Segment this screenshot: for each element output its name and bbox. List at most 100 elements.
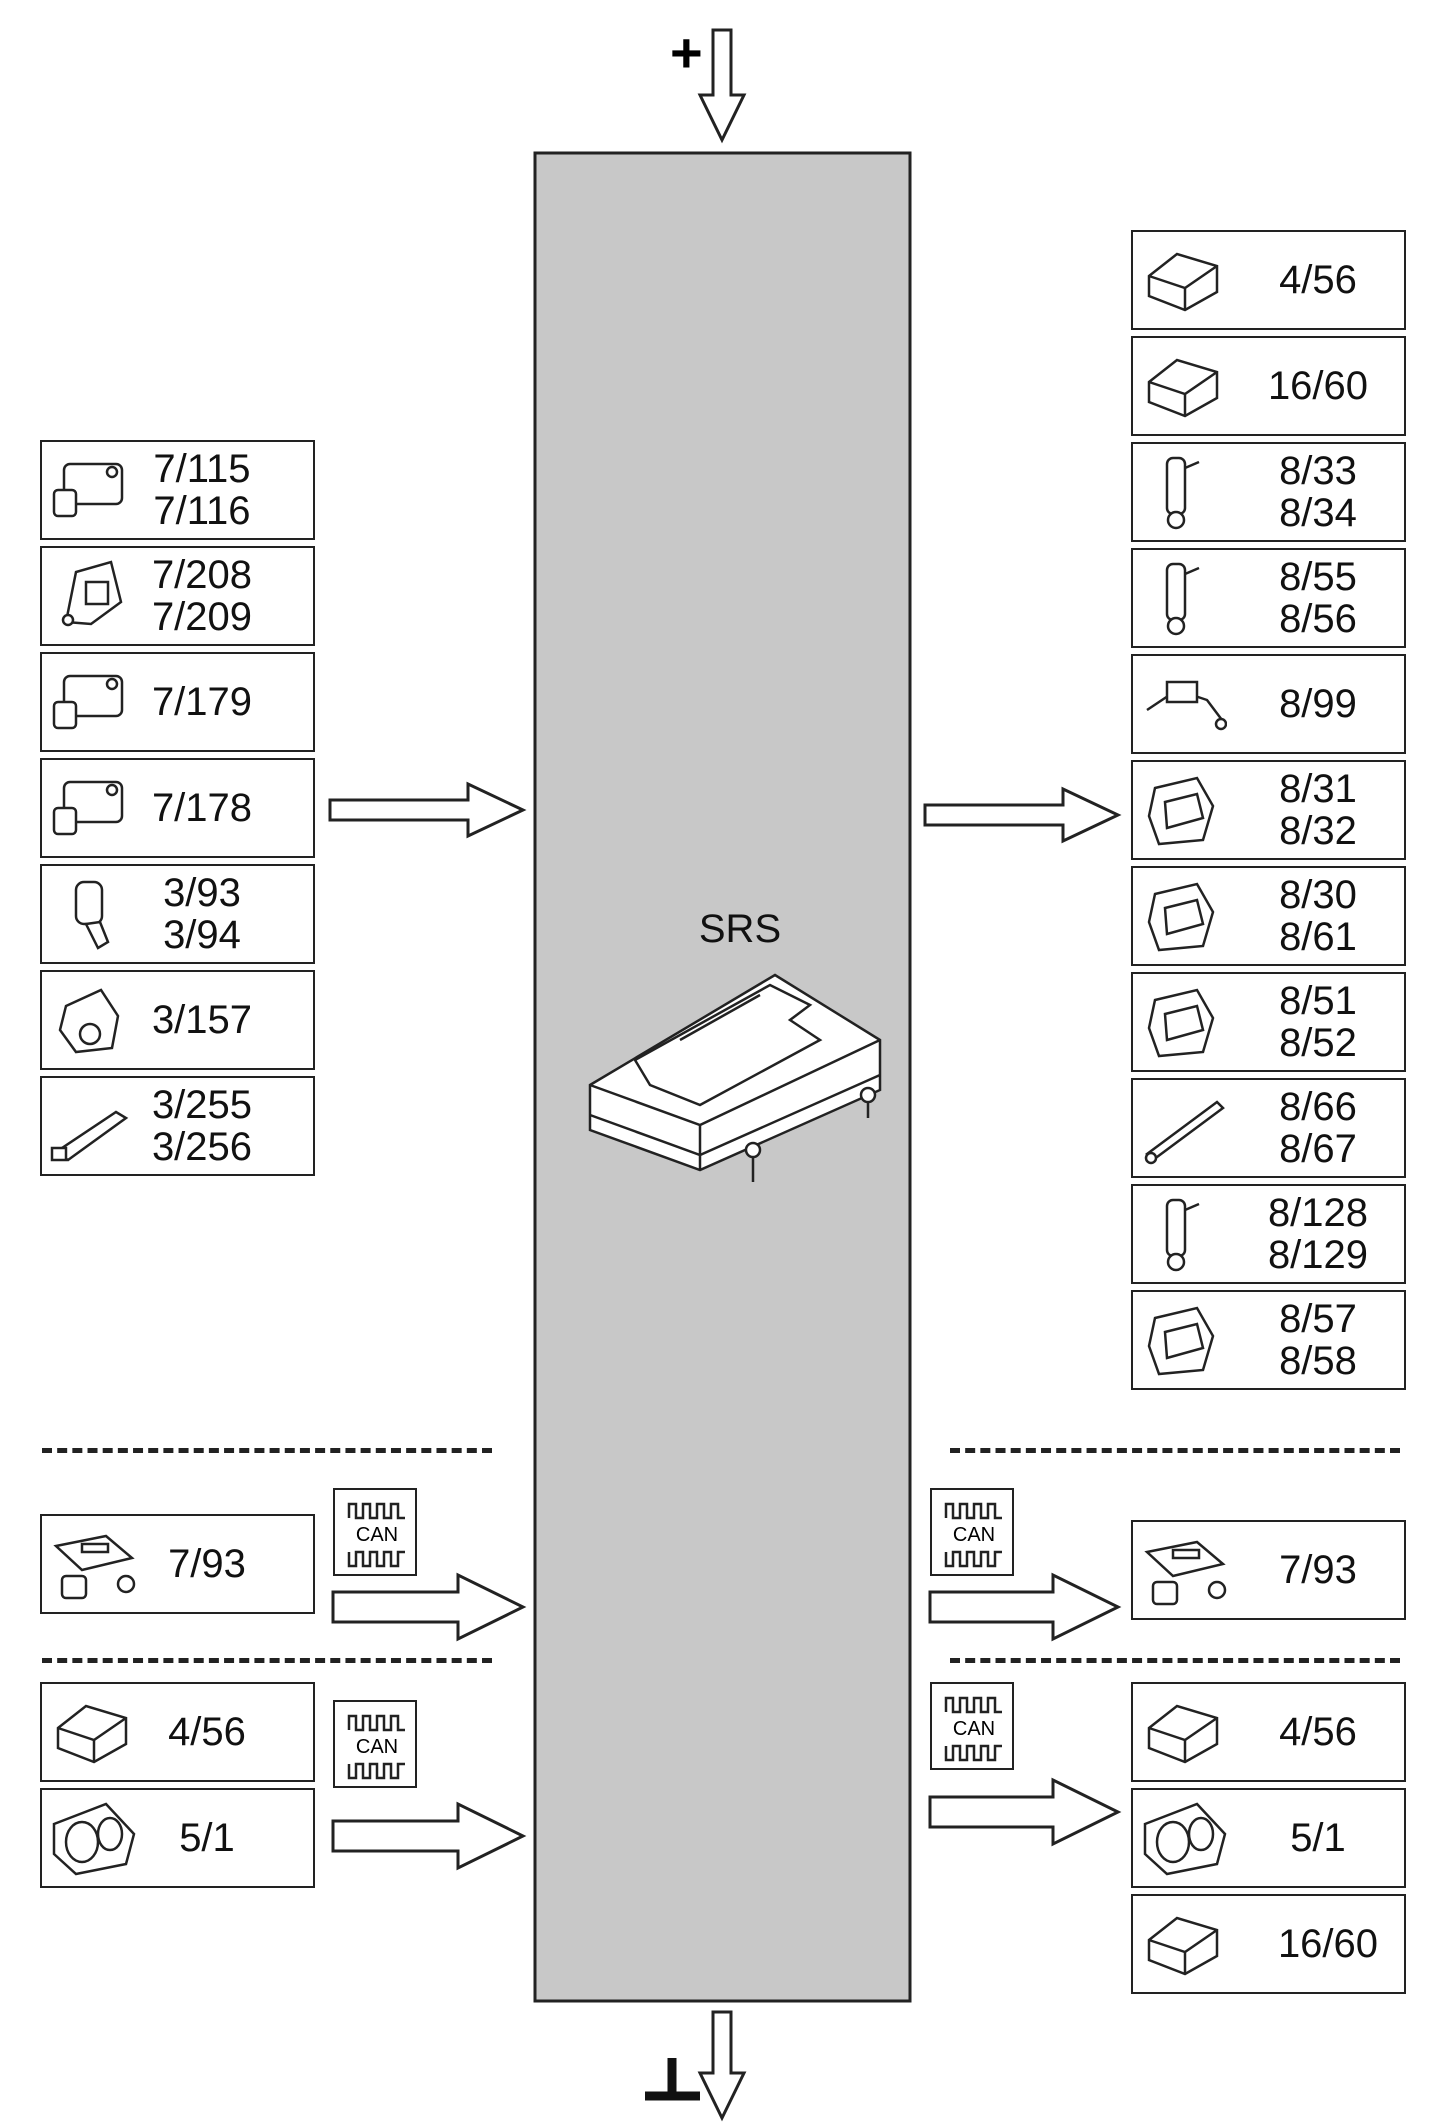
component-code: 8/55 bbox=[1279, 555, 1357, 599]
can-signal-wave: CAN bbox=[347, 1714, 405, 1780]
component-code: 8/99 bbox=[1279, 682, 1357, 726]
component-code: 8/57 bbox=[1279, 1297, 1357, 1341]
can-output-component-box: 16/60 bbox=[1131, 1894, 1406, 1994]
component-reference: 16/60 bbox=[1248, 1923, 1408, 1965]
harness-icon bbox=[1146, 680, 1227, 731]
can-label: CAN bbox=[356, 1736, 398, 1758]
component-code: 4/56 bbox=[1279, 258, 1357, 302]
can-signal-wave: CAN bbox=[944, 1696, 1002, 1762]
component-code: 16/60 bbox=[1267, 364, 1369, 408]
component-code: 4/56 bbox=[1279, 1710, 1357, 1754]
component-reference: 4/56 bbox=[127, 1711, 287, 1753]
component-reference: 5/1 bbox=[1238, 1817, 1398, 1859]
can-signal-wave: CAN bbox=[944, 1502, 1002, 1568]
component-code: 8/129 bbox=[1267, 1233, 1369, 1277]
airbag-module-icon bbox=[1147, 776, 1215, 846]
section-divider bbox=[42, 1658, 492, 1663]
component-reference: 7/93 bbox=[1238, 1549, 1398, 1591]
input-component-box: 7/178 bbox=[40, 758, 315, 858]
component-code: 8/66 bbox=[1279, 1085, 1357, 1129]
pretensioner-icon bbox=[1165, 456, 1200, 530]
sensor-icon bbox=[52, 462, 124, 518]
can-input-arrow-2 bbox=[331, 1801, 527, 1871]
component-code: 3/256 bbox=[151, 1125, 253, 1169]
srs-module-label: SRS bbox=[698, 907, 782, 951]
pretensioner-icon bbox=[1165, 1198, 1200, 1272]
component-code: 7/115 bbox=[153, 447, 251, 491]
can-signal-wave: CAN bbox=[347, 1502, 405, 1568]
component-reference: 16/60 bbox=[1238, 365, 1398, 407]
component-code: 3/157 bbox=[151, 998, 253, 1042]
component-code: 8/52 bbox=[1279, 1021, 1357, 1065]
component-code: 8/51 bbox=[1279, 979, 1357, 1023]
can-label: CAN bbox=[953, 1524, 995, 1546]
component-code: 7/209 bbox=[151, 595, 253, 639]
component-code: 5/1 bbox=[1290, 1816, 1346, 1860]
key-reader-icon bbox=[53, 1534, 136, 1600]
can-bus-icon: CAN bbox=[930, 1488, 1014, 1576]
component-code: 7/93 bbox=[168, 1542, 246, 1586]
power-supply-arrow bbox=[697, 28, 747, 144]
component-code: 7/178 bbox=[151, 786, 253, 830]
control-module-icon bbox=[56, 1704, 128, 1764]
component-code: 7/116 bbox=[153, 489, 251, 533]
buckle-icon bbox=[74, 880, 110, 950]
section-divider bbox=[950, 1448, 1400, 1453]
component-code: 8/61 bbox=[1279, 915, 1357, 959]
curtain-airbag-icon bbox=[1144, 1100, 1225, 1165]
can-bus-icon: CAN bbox=[333, 1488, 417, 1576]
component-reference: 4/56 bbox=[1238, 1711, 1398, 1753]
bracket-sensor-icon bbox=[61, 560, 123, 627]
section-divider bbox=[950, 1658, 1400, 1663]
power-plus-symbol: + bbox=[670, 21, 703, 84]
sensor-icon bbox=[52, 780, 124, 836]
control-module-icon bbox=[1147, 1704, 1219, 1764]
can-label: CAN bbox=[356, 1524, 398, 1546]
component-reference: 7/178 bbox=[122, 787, 282, 829]
sensor-icon bbox=[52, 674, 124, 730]
can-output-arrow-1 bbox=[928, 1572, 1122, 1642]
component-code: 8/30 bbox=[1279, 873, 1357, 917]
can-output-component-box: 5/1 bbox=[1131, 1788, 1406, 1888]
component-code: 8/33 bbox=[1279, 449, 1357, 493]
component-code: 8/31 bbox=[1279, 767, 1357, 811]
ground-arrow bbox=[697, 2010, 747, 2122]
can-bus-icon: CAN bbox=[930, 1682, 1014, 1770]
component-code: 8/32 bbox=[1279, 809, 1357, 853]
component-reference: 7/179 bbox=[122, 681, 282, 723]
component-code: 3/94 bbox=[163, 913, 241, 957]
can-input-component-box: 5/1 bbox=[40, 1788, 315, 1888]
component-code: 8/34 bbox=[1279, 491, 1357, 535]
airbag-module-icon bbox=[1147, 1306, 1215, 1376]
srs-to-outputs-arrow bbox=[923, 786, 1122, 844]
instrument-cluster-icon bbox=[52, 1802, 136, 1876]
switch-icon bbox=[58, 988, 120, 1054]
control-module-icon bbox=[1147, 358, 1219, 418]
control-module-icon bbox=[1147, 252, 1219, 312]
pretensioner-icon bbox=[1165, 562, 1200, 636]
component-code: 16/60 bbox=[1277, 1922, 1379, 1966]
output-component-box: 4/56 bbox=[1131, 230, 1406, 330]
component-reference: 7/93 bbox=[127, 1543, 287, 1585]
inputs-to-srs-arrow bbox=[328, 781, 527, 839]
can-input-component-box: 7/93 bbox=[40, 1514, 315, 1614]
sensor-strip-icon bbox=[50, 1110, 129, 1162]
component-code: 7/179 bbox=[151, 680, 253, 724]
can-label: CAN bbox=[953, 1718, 995, 1740]
component-code: 3/93 bbox=[163, 871, 241, 915]
can-output-component-box: 7/93 bbox=[1131, 1520, 1406, 1620]
